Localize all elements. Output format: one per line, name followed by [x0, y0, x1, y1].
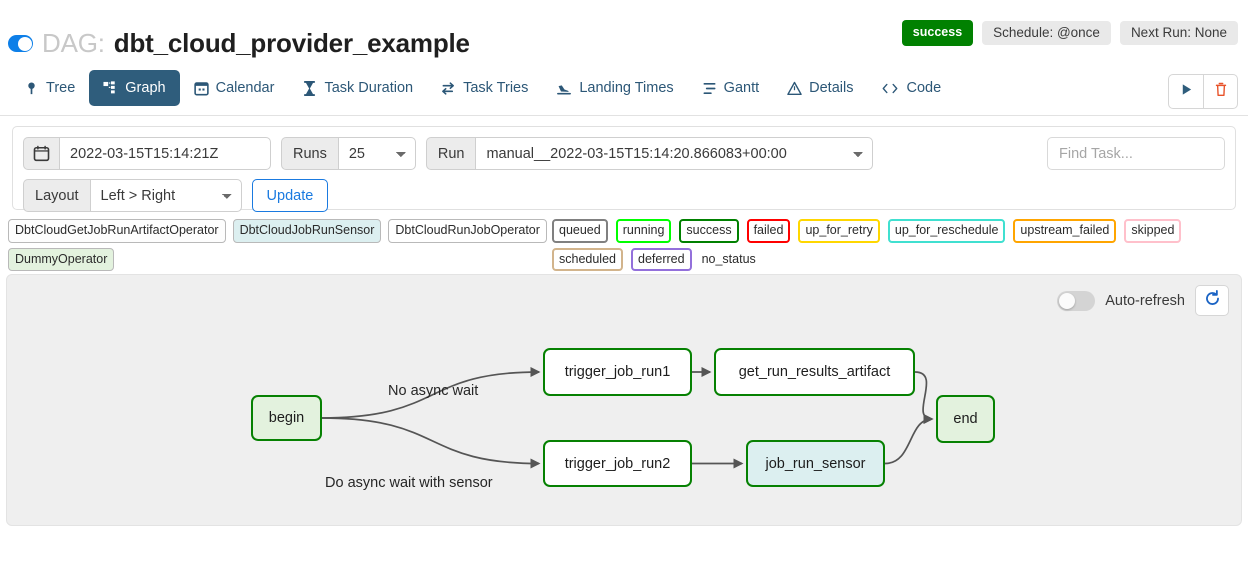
landing-icon	[556, 81, 572, 96]
tab-label: Task Tries	[463, 80, 529, 96]
operator-chip[interactable]: DbtCloudGetJobRunArtifactOperator	[8, 219, 226, 243]
delete-dag-button[interactable]	[1203, 75, 1237, 108]
status-badge: success	[901, 20, 974, 46]
hourglass-icon	[302, 80, 317, 96]
tab-task-duration[interactable]: Task Duration	[288, 70, 427, 106]
operator-chip[interactable]: DbtCloudRunJobOperator	[388, 219, 547, 243]
tab-label: Code	[906, 80, 942, 96]
tab-label: Details	[809, 80, 854, 96]
tab-label: Task Duration	[324, 80, 414, 96]
view-tabbar: Tree Graph Calendar	[0, 68, 1248, 116]
trash-icon	[1214, 82, 1228, 102]
calendar-icon	[193, 81, 209, 96]
runs-count-group: Runs 25	[281, 137, 416, 170]
status-chip[interactable]: up_for_reschedule	[887, 219, 1006, 243]
run-label: Run	[425, 137, 476, 170]
tab-calendar[interactable]: Calendar	[180, 70, 289, 106]
status-chip[interactable]: running	[615, 219, 672, 243]
edge-label: No async wait	[388, 383, 479, 399]
tab-label: Graph	[125, 80, 166, 96]
warning-triangle-icon	[787, 81, 802, 96]
tab-landing-times[interactable]: Landing Times	[542, 70, 687, 106]
layout-group: Layout Left > Right	[23, 179, 242, 212]
graph-node-job_run_sensor[interactable]: job_run_sensor	[746, 440, 885, 487]
runs-select[interactable]: 25	[337, 137, 416, 170]
graph-toolbar: Auto-refresh	[1057, 285, 1229, 316]
page-header: DAG: dbt_cloud_provider_example success …	[0, 0, 1248, 68]
tab-details[interactable]: Details	[773, 70, 867, 106]
graph-icon	[103, 80, 118, 96]
tab-gantt[interactable]: Gantt	[688, 70, 773, 106]
tab-label: Calendar	[215, 80, 275, 96]
status-legend: queued running success failed up_for_retry up…	[552, 219, 1248, 271]
layout-select[interactable]: Left > Right	[89, 179, 242, 212]
tree-icon	[24, 81, 39, 96]
trigger-dag-button[interactable]	[1169, 75, 1203, 108]
refresh-icon	[1204, 289, 1221, 312]
gantt-icon	[702, 81, 717, 96]
status-chip[interactable]: success	[679, 219, 739, 243]
status-chip[interactable]: skipped	[1124, 219, 1182, 243]
graph-edge	[914, 371, 934, 425]
status-chip[interactable]: deferred	[631, 247, 692, 271]
graph-edge	[884, 413, 934, 465]
filter-row-primary: 2022-03-15T15:14:21Z Runs 25 Run manual_…	[23, 137, 1225, 170]
status-chip[interactable]: upstream_failed	[1013, 219, 1117, 243]
operator-chip[interactable]: DbtCloudJobRunSensor	[232, 219, 382, 243]
edge-label: Do async wait with sensor	[325, 475, 493, 491]
dag-pause-toggle[interactable]	[8, 35, 33, 52]
status-chip[interactable]: scheduled	[552, 247, 623, 271]
calendar-icon	[23, 137, 59, 170]
dag-title: DAG: dbt_cloud_provider_example	[8, 28, 470, 59]
layout-label: Layout	[23, 179, 90, 212]
graph-node-begin[interactable]: begin	[251, 395, 322, 441]
dag-action-buttons	[1168, 74, 1238, 109]
view-tabs: Tree Graph Calendar	[10, 70, 955, 106]
schedule-badge[interactable]: Schedule: @once	[982, 20, 1111, 45]
tab-label: Gantt	[723, 80, 760, 96]
tab-label: Landing Times	[579, 80, 674, 96]
retry-icon	[441, 81, 456, 96]
execution-date-input[interactable]: 2022-03-15T15:14:21Z	[59, 137, 271, 170]
graph-node-trigger_job_run2[interactable]: trigger_job_run2	[543, 440, 692, 487]
execution-date-group: 2022-03-15T15:14:21Z	[23, 137, 271, 170]
tab-label: Tree	[46, 80, 76, 96]
dag-graph-panel: Auto-refresh begin trigger_job_run1 get_ru…	[6, 274, 1242, 526]
tab-task-tries[interactable]: Task Tries	[427, 70, 542, 106]
next-run-badge: Next Run: None	[1119, 20, 1238, 45]
status-chip[interactable]: failed	[746, 219, 791, 243]
dag-name: dbt_cloud_provider_example	[113, 28, 470, 58]
graph-node-trigger_job_run1[interactable]: trigger_job_run1	[543, 348, 692, 396]
tab-tree[interactable]: Tree	[10, 70, 89, 106]
run-filter-bar: 2022-03-15T15:14:21Z Runs 25 Run manual_…	[12, 126, 1236, 212]
status-chip[interactable]: no_status	[701, 252, 756, 266]
tab-code[interactable]: Code	[867, 70, 955, 106]
dag-label: DAG:	[42, 28, 105, 58]
find-task-input[interactable]	[1047, 137, 1225, 170]
header-badges: success Schedule: @once Next Run: None	[901, 20, 1238, 46]
refresh-button[interactable]	[1195, 285, 1229, 316]
tab-graph[interactable]: Graph	[89, 70, 180, 106]
filter-row-secondary: Layout Left > Right Update	[23, 179, 1225, 212]
play-icon	[1180, 83, 1193, 101]
graph-edges	[321, 366, 934, 469]
graph-node-get_run_results_artifact[interactable]: get_run_results_artifact	[714, 348, 915, 396]
runs-label: Runs	[281, 137, 338, 170]
graph-node-end[interactable]: end	[936, 395, 995, 443]
status-chip[interactable]: queued	[552, 219, 608, 243]
graph-edge	[321, 417, 541, 469]
auto-refresh-toggle[interactable]	[1057, 290, 1096, 311]
run-select-group: Run manual__2022-03-15T15:14:20.866083+0…	[425, 137, 874, 170]
graph-edge	[321, 366, 541, 419]
run-select[interactable]: manual__2022-03-15T15:14:20.866083+00:00	[475, 137, 874, 170]
update-button[interactable]: Update	[251, 179, 329, 212]
code-icon	[881, 81, 899, 96]
status-chip[interactable]: up_for_retry	[798, 219, 880, 243]
operator-chip[interactable]: DummyOperator	[8, 247, 115, 271]
auto-refresh-label: Auto-refresh	[1105, 292, 1185, 309]
